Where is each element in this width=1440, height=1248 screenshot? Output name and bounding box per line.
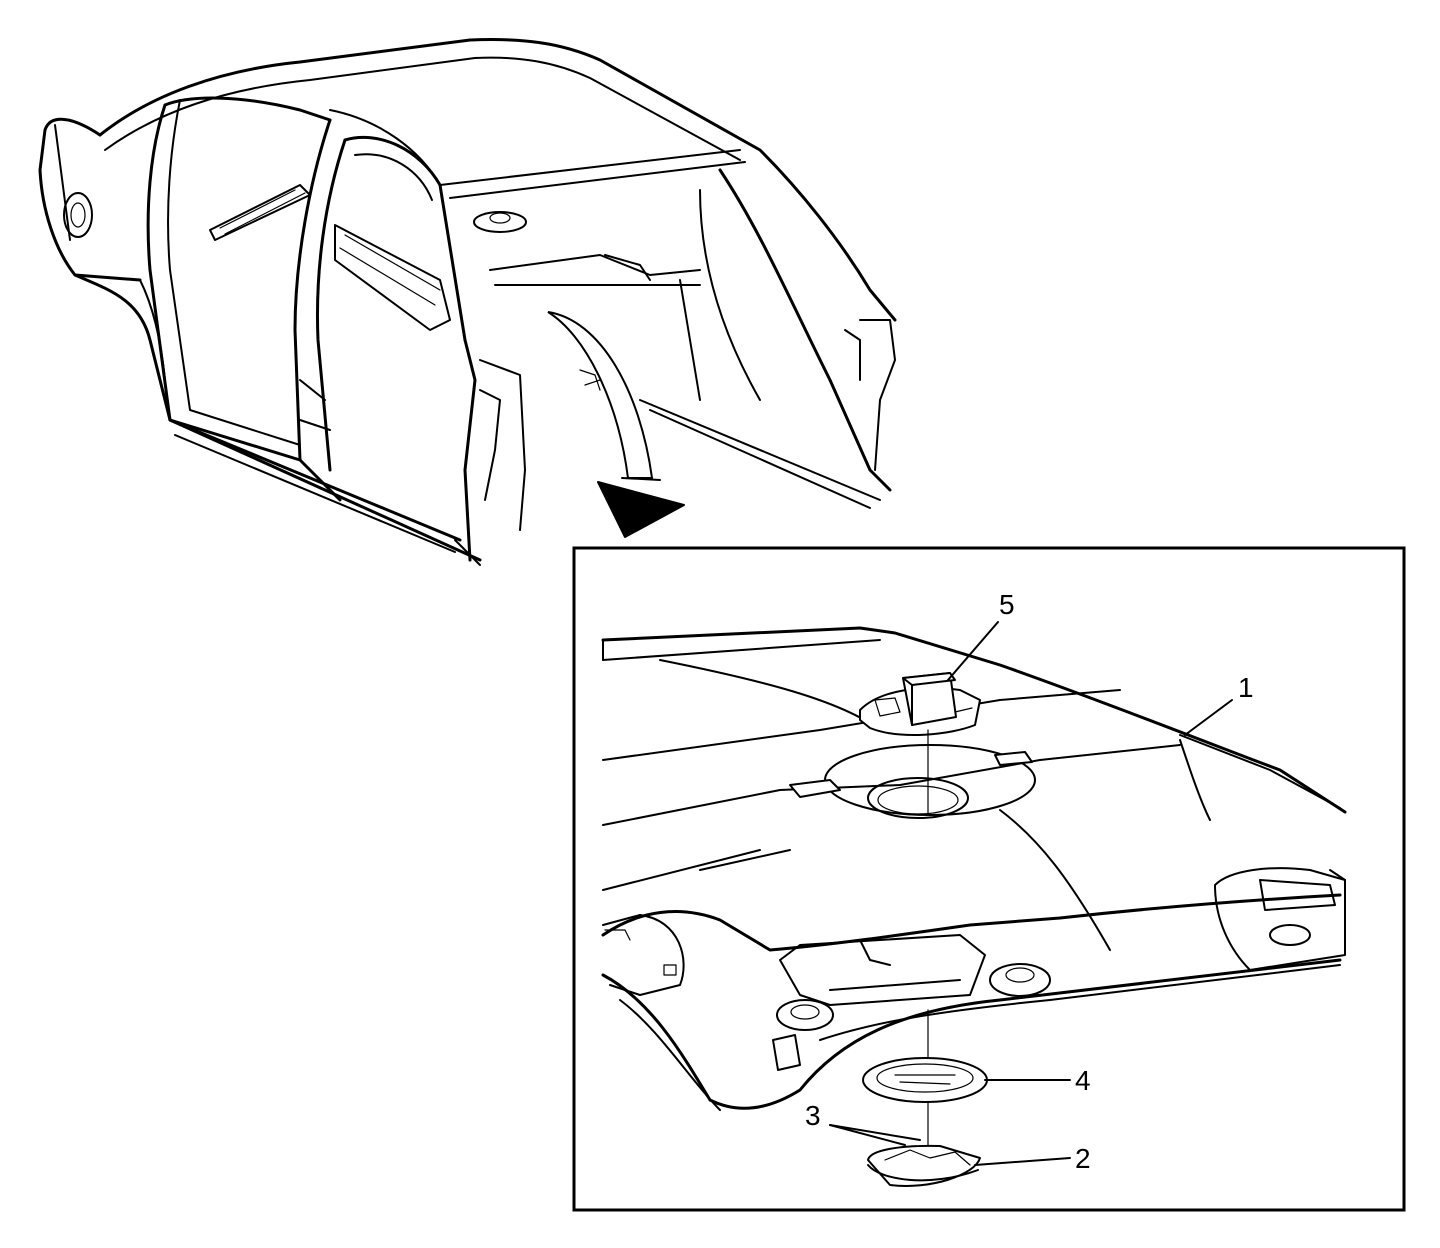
headliner-detail-illustration bbox=[601, 626, 1347, 1187]
callout-3: 3 bbox=[805, 1100, 821, 1131]
callout-2: 2 bbox=[1075, 1143, 1091, 1174]
callout-1: 1 bbox=[1238, 672, 1254, 703]
callout-leaders bbox=[829, 621, 1233, 1166]
vehicle-body-illustration bbox=[38, 38, 897, 566]
callout-4: 4 bbox=[1075, 1065, 1091, 1096]
detail-view-frame bbox=[572, 546, 1406, 1212]
callout-5: 5 bbox=[999, 589, 1015, 620]
zoom-arrow bbox=[547, 311, 685, 538]
